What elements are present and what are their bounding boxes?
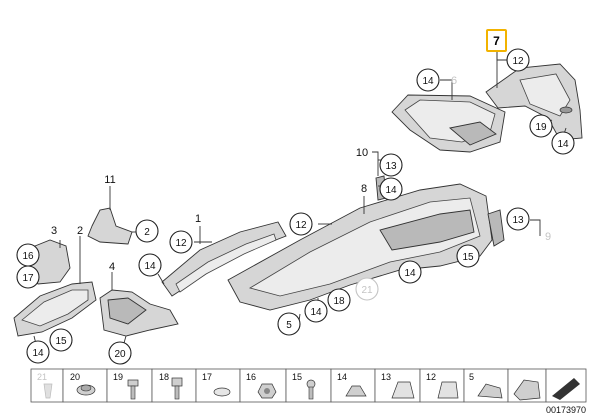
arrow-icon: [552, 378, 580, 400]
plain-labels: 1 2 3 4 8 10 11 6 9: [51, 75, 551, 273]
callout-14[interactable]: 14: [416, 68, 440, 92]
callout-17[interactable]: 17: [16, 265, 40, 289]
strip-label-5: 5: [469, 372, 474, 382]
strip-label-14: 14: [337, 372, 347, 382]
callouts: 12 14 19 14 13 14 12 13 15 14 21 18 14 5…: [16, 48, 575, 365]
fastener-13-icon: [391, 381, 415, 399]
svg-text:14: 14: [404, 268, 416, 279]
svg-text:14: 14: [422, 76, 434, 87]
strip-label-19: 19: [113, 372, 123, 382]
callout-13[interactable]: 13: [506, 207, 530, 231]
svg-text:7: 7: [493, 34, 500, 48]
callout-14[interactable]: 14: [379, 177, 403, 201]
svg-text:12: 12: [512, 56, 524, 67]
svg-text:21: 21: [361, 285, 373, 296]
svg-text:18: 18: [333, 296, 345, 307]
part-6-shield: [391, 94, 506, 153]
strip-label-17: 17: [202, 372, 212, 382]
svg-text:14: 14: [385, 185, 397, 196]
callout-2[interactable]: 2: [135, 219, 159, 243]
fastener-5-icon: [477, 383, 503, 399]
part-7-shield: [485, 63, 583, 141]
fastener-21-icon: [43, 383, 53, 399]
svg-text:14: 14: [310, 307, 322, 318]
strip-label-13: 13: [381, 372, 391, 382]
svg-text:17: 17: [22, 273, 34, 284]
callout-14[interactable]: 14: [551, 131, 575, 155]
label-7-highlight[interactable]: 7: [486, 29, 507, 52]
fastener-15-icon: [306, 379, 316, 400]
callout-14[interactable]: 14: [398, 260, 422, 284]
callout-14[interactable]: 14: [138, 253, 162, 277]
label-9: 9: [545, 231, 551, 243]
fastener-17-icon: [213, 387, 231, 397]
strip-label-16: 16: [246, 372, 256, 382]
label-11: 11: [104, 174, 115, 186]
fastener-16-icon: [257, 383, 277, 399]
label-3: 3: [51, 225, 57, 237]
fastener-20-icon: [76, 384, 96, 396]
svg-text:19: 19: [535, 122, 547, 133]
callout-16[interactable]: 16: [16, 243, 40, 267]
callout-19[interactable]: 19: [529, 114, 553, 138]
label-2: 2: [77, 225, 83, 237]
svg-text:2: 2: [144, 227, 150, 238]
clip-icon: [513, 379, 541, 401]
part-8-tunnel: [227, 183, 493, 311]
diagram-number: 00173970: [546, 405, 586, 415]
svg-text:15: 15: [462, 252, 474, 263]
callout-5[interactable]: 5: [277, 312, 301, 336]
svg-text:13: 13: [385, 161, 397, 172]
callout-21-ghost: 21: [355, 277, 379, 301]
label-6: 6: [451, 75, 457, 87]
label-10: 10: [356, 147, 368, 159]
callout-15[interactable]: 15: [456, 244, 480, 268]
label-8: 8: [361, 183, 367, 195]
label-4: 4: [109, 261, 115, 273]
part-4-bracket: [99, 289, 179, 337]
svg-text:16: 16: [22, 251, 34, 262]
callout-20[interactable]: 20: [108, 341, 132, 365]
callout-12[interactable]: 12: [506, 48, 530, 72]
svg-text:5: 5: [286, 320, 292, 331]
svg-text:20: 20: [114, 349, 126, 360]
part-1-shield: [161, 221, 287, 297]
callout-12[interactable]: 12: [289, 212, 313, 236]
svg-text:14: 14: [144, 261, 156, 272]
label-1: 1: [195, 213, 201, 225]
callout-15[interactable]: 15: [49, 328, 73, 352]
parts-strip: 21 20 19 18 17 16 15 14 13 12 5 00173970: [30, 368, 587, 415]
strip-label-18: 18: [159, 372, 169, 382]
strip-label-15: 15: [292, 372, 302, 382]
fastener-18-icon: [171, 377, 183, 400]
callout-12[interactable]: 12: [169, 230, 193, 254]
fastener-12-icon: [437, 381, 459, 399]
svg-text:12: 12: [175, 238, 187, 249]
callout-14[interactable]: 14: [26, 340, 50, 364]
svg-text:13: 13: [512, 215, 524, 226]
svg-text:12: 12: [295, 220, 307, 231]
strip-label-12: 12: [426, 372, 436, 382]
svg-text:15: 15: [55, 336, 67, 347]
svg-text:14: 14: [32, 348, 44, 359]
callout-13[interactable]: 13: [379, 153, 403, 177]
callout-18[interactable]: 18: [327, 288, 351, 312]
part-9-bracket: [487, 209, 505, 247]
part-2-shield: [13, 281, 97, 337]
callout-14[interactable]: 14: [304, 299, 328, 323]
part-11-bracket: [87, 207, 133, 245]
strip-label-20: 20: [70, 372, 80, 382]
svg-text:14: 14: [557, 139, 569, 150]
fastener-14-icon: [345, 385, 367, 397]
fastener-19-icon: [127, 379, 139, 400]
strip-label-21: 21: [37, 372, 47, 382]
